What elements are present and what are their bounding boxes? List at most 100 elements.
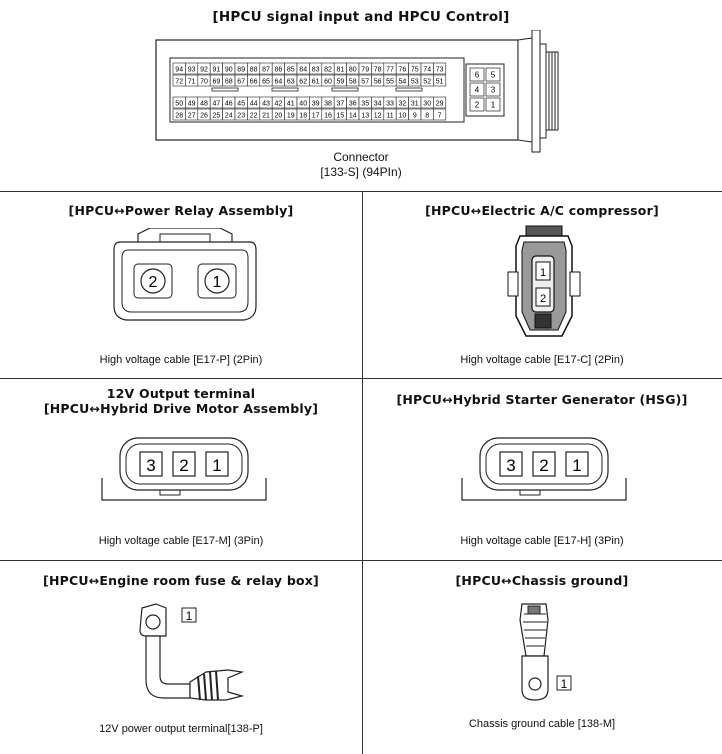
pin-number: 46	[225, 101, 233, 108]
main-connector-label: Connector [133-S] (94PIn)	[261, 150, 461, 180]
hsg-connector: 3 2 1	[461, 437, 627, 501]
hsg-pin-3: 3	[506, 456, 515, 475]
pin-number: 25	[213, 113, 221, 120]
pin-number: 92	[200, 67, 208, 74]
pin-number: 89	[237, 67, 245, 74]
pin-number: 91	[213, 67, 221, 74]
pin-cell	[469, 97, 485, 112]
ac-compressor-title: [HPCU↔Electric A/C compressor]	[425, 203, 659, 218]
pin-number: 6	[475, 71, 480, 80]
pin-number: 70	[200, 79, 208, 86]
hsg-pin-1: 1	[572, 456, 581, 475]
pin-number: 8	[425, 113, 429, 120]
pin-cell	[433, 62, 447, 75]
drive-motor-title-line1: 12V Output terminal	[106, 386, 256, 401]
fuse-box-title: [HPCU↔Engine room fuse & relay box]	[43, 573, 319, 588]
pin-number: 18	[299, 113, 307, 120]
pin-number: 73	[436, 67, 444, 74]
pin-number: 84	[299, 67, 307, 74]
pin-number: 54	[399, 79, 407, 86]
pin-number: 28	[175, 113, 183, 120]
pin-number: 15	[337, 113, 345, 120]
pin-number: 36	[349, 101, 357, 108]
pin-number: 37	[337, 101, 345, 108]
pin-number: 19	[287, 113, 295, 120]
pin-number: 78	[374, 67, 382, 74]
pin-number: 31	[411, 101, 419, 108]
ac-pin-2: 2	[540, 293, 546, 305]
pin-number: 86	[275, 67, 283, 74]
power-relay-caption: High voltage cable [E17-P] (2Pin)	[99, 354, 263, 366]
pin-number: 57	[361, 79, 369, 86]
pin-number: 14	[349, 113, 357, 120]
pin-number: 71	[188, 79, 196, 86]
pin-number: 42	[275, 101, 283, 108]
pin-number: 4	[475, 86, 480, 95]
drive-motor-title: 12V Output terminal [HPCU↔Hybrid Drive M…	[0, 386, 362, 416]
hsg-caption: High voltage cable [E17-H] (3Pin)	[460, 535, 624, 547]
pin-number: 35	[361, 101, 369, 108]
pin-number: 47	[213, 101, 221, 108]
pin-number: 87	[262, 67, 270, 74]
fuse-box-terminal: 1	[139, 603, 245, 701]
divider-center	[362, 191, 363, 754]
pin-number: 48	[200, 101, 208, 108]
pin-number: 34	[374, 101, 382, 108]
pin-number: 59	[337, 79, 345, 86]
pin-number: 72	[175, 79, 183, 86]
pin-number: 53	[411, 79, 419, 86]
pin-number: 5	[491, 71, 496, 80]
pin-number: 58	[349, 79, 357, 86]
connector-label-line1: Connector	[333, 150, 389, 164]
pin-number: 43	[262, 101, 270, 108]
hsg-title: [HPCU↔Hybrid Starter Generator (HSG)]	[396, 392, 688, 407]
pin-number: 9	[413, 113, 417, 120]
pin-number: 2	[475, 101, 480, 110]
pin-number: 22	[250, 113, 258, 120]
power-relay-connector: 2 1	[113, 228, 257, 321]
pin-number: 52	[423, 79, 431, 86]
pin-number: 79	[361, 67, 369, 74]
power-relay-pin-1: 1	[213, 274, 222, 291]
hsg-pin-2: 2	[539, 456, 548, 475]
pin-cell	[433, 74, 447, 87]
pin-number: 76	[399, 67, 407, 74]
pin-cell	[485, 82, 501, 97]
pin-number: 32	[399, 101, 407, 108]
pin-number: 24	[225, 113, 233, 120]
pin-number: 33	[386, 101, 394, 108]
power-relay-title: [HPCU↔Power Relay Assembly]	[68, 203, 294, 218]
pin-number: 75	[411, 67, 419, 74]
pin-number: 85	[287, 67, 295, 74]
connector-label-line2: [133-S] (94PIn)	[320, 165, 402, 179]
pin-number: 11	[386, 113, 393, 120]
pin-cell	[485, 97, 501, 112]
pin-number: 66	[250, 79, 258, 86]
pin-number: 29	[436, 101, 444, 108]
pin-number: 65	[262, 79, 270, 86]
drive-motor-caption: High voltage cable [E17-M] (3Pin)	[98, 535, 264, 547]
main-title: [HPCU signal input and HPCU Control]	[212, 9, 510, 25]
pin-number: 51	[436, 79, 444, 86]
pin-number: 67	[237, 79, 245, 86]
pin-number: 45	[237, 101, 245, 108]
pin-number: 69	[213, 79, 221, 86]
fuse-box-caption: 12V power output terminal[138-P]	[99, 723, 263, 735]
pin-number: 39	[312, 101, 320, 108]
pin-number: 83	[312, 67, 320, 74]
drive-motor-pin-3: 3	[146, 456, 155, 475]
pin-number: 94	[175, 67, 183, 74]
pin-number: 23	[237, 113, 245, 120]
pin-number: 80	[349, 67, 357, 74]
fuse-box-pin: 1	[186, 609, 193, 623]
power-relay-pin-2: 2	[149, 274, 158, 291]
drive-motor-pin-1: 1	[212, 456, 221, 475]
pin-number: 41	[287, 101, 295, 108]
pin-number: 21	[262, 113, 270, 120]
pin-number: 26	[200, 113, 208, 120]
pin-number: 12	[374, 113, 382, 120]
pin-number: 56	[374, 79, 382, 86]
chassis-ground-terminal: 1	[519, 603, 572, 701]
ac-compressor-caption: High voltage cable [E17-C] (2Pin)	[460, 354, 624, 366]
